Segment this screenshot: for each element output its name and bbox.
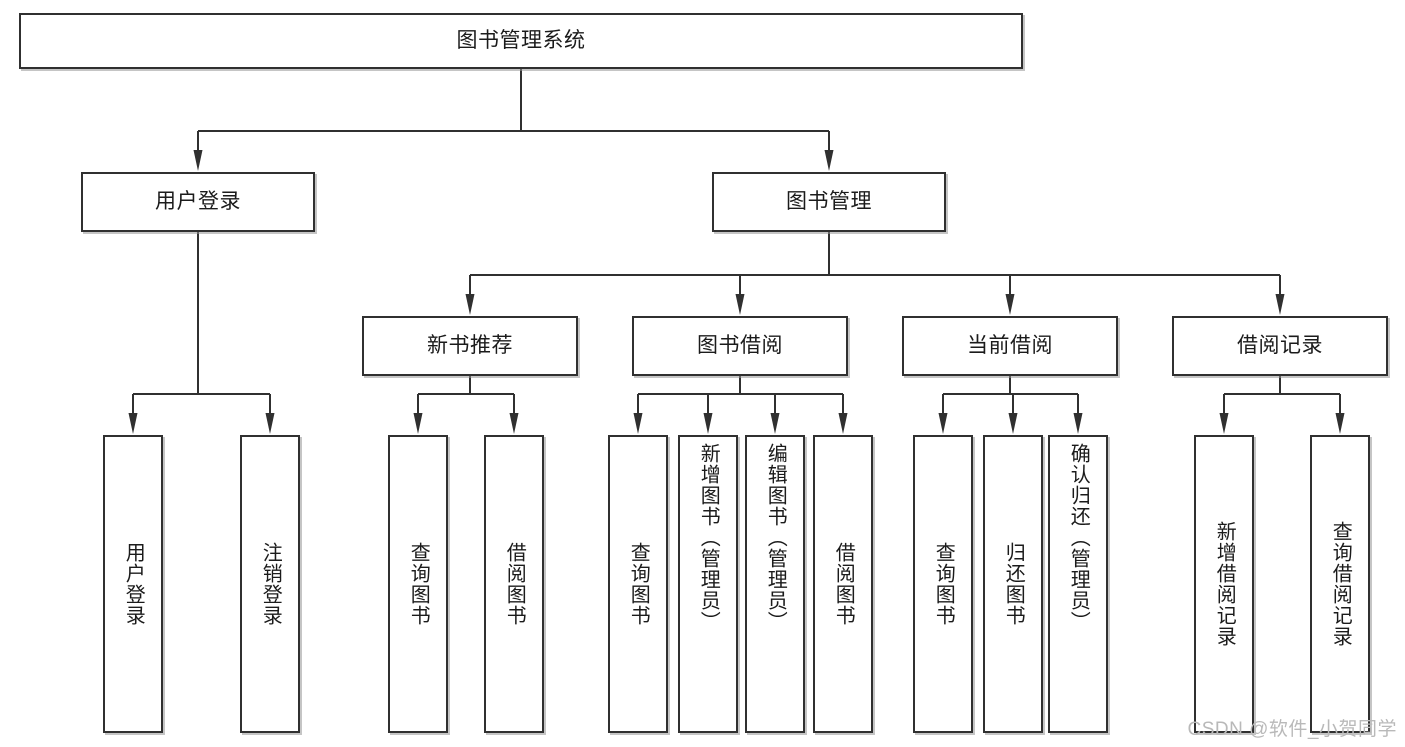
connector-arrowhead: [838, 413, 848, 434]
connector-arrowhead: [193, 150, 203, 171]
node-leaf-add-borrow-record[interactable]: 新增借阅记录: [1194, 435, 1254, 733]
leaf-text-wrap: 归还图书: [985, 437, 1041, 731]
leaf-text-wrap: 查询借阅记录: [1312, 437, 1368, 731]
leaf-text-wrap: 确认归还（管理员）: [1050, 437, 1106, 731]
node-label-current-borrow: 当前借阅: [967, 334, 1053, 358]
leaf-text-wrap: 借阅图书: [815, 437, 871, 731]
node-leaf-query-book-borrow[interactable]: 查询图书: [608, 435, 668, 733]
connector-arrowhead: [509, 413, 519, 434]
leaf-text-wrap: 借阅图书: [486, 437, 542, 731]
node-label-book-borrow: 图书借阅: [697, 334, 783, 358]
leaf-text-wrap: 编辑图书（管理员）: [747, 437, 803, 731]
connector-arrowhead: [128, 413, 138, 434]
leaf-text-wrap: 查询图书: [390, 437, 446, 731]
node-book-manage[interactable]: 图书管理: [712, 172, 946, 232]
node-leaf-query-book-recommend[interactable]: 查询图书: [388, 435, 448, 733]
connector-arrowhead: [703, 413, 713, 434]
node-label-leaf-return-book: 归还图书: [1002, 542, 1025, 626]
node-label-user-login: 用户登录: [155, 190, 241, 214]
node-label-leaf-user-login: 用户登录: [122, 542, 145, 626]
node-label-leaf-borrow-book-recommend: 借阅图书: [503, 542, 526, 626]
connector-arrowhead: [770, 413, 780, 434]
connector-arrowhead: [938, 413, 948, 434]
node-label-leaf-add-borrow-record: 新增借阅记录: [1213, 521, 1236, 647]
node-borrow-record[interactable]: 借阅记录: [1172, 316, 1388, 376]
node-label-leaf-confirm-return-admin: 确认归还（管理员）: [1067, 443, 1090, 632]
node-label-leaf-edit-book-admin: 编辑图书（管理员）: [764, 443, 787, 632]
connector-arrowhead: [633, 413, 643, 434]
node-root-system[interactable]: 图书管理系统: [19, 13, 1023, 69]
node-label-leaf-query-book-borrow: 查询图书: [627, 542, 650, 626]
connector-arrowhead: [265, 413, 275, 434]
connector-arrowhead: [1335, 413, 1345, 434]
node-leaf-logout-login[interactable]: 注销登录: [240, 435, 300, 733]
node-leaf-edit-book-admin[interactable]: 编辑图书（管理员）: [745, 435, 805, 733]
leaf-text-wrap: 新增借阅记录: [1196, 437, 1252, 731]
node-label-new-book-recommend: 新书推荐: [427, 334, 513, 358]
node-leaf-query-borrow-record[interactable]: 查询借阅记录: [1310, 435, 1370, 733]
node-leaf-borrow-book[interactable]: 借阅图书: [813, 435, 873, 733]
leaf-text-wrap: 注销登录: [242, 437, 298, 731]
node-label-leaf-logout-login: 注销登录: [259, 542, 282, 626]
node-new-book-recommend[interactable]: 新书推荐: [362, 316, 578, 376]
node-leaf-return-book[interactable]: 归还图书: [983, 435, 1043, 733]
node-leaf-user-login[interactable]: 用户登录: [103, 435, 163, 733]
leaf-text-wrap: 新增图书（管理员）: [680, 437, 736, 731]
node-label-borrow-record: 借阅记录: [1237, 334, 1323, 358]
connector-arrowhead: [735, 294, 745, 315]
node-label-leaf-query-book-recommend: 查询图书: [407, 542, 430, 626]
node-leaf-confirm-return-admin[interactable]: 确认归还（管理员）: [1048, 435, 1108, 733]
node-leaf-add-book-admin[interactable]: 新增图书（管理员）: [678, 435, 738, 733]
leaf-text-wrap: 查询图书: [915, 437, 971, 731]
connector-arrowhead: [1219, 413, 1229, 434]
node-leaf-query-book-current[interactable]: 查询图书: [913, 435, 973, 733]
node-user-login[interactable]: 用户登录: [81, 172, 315, 232]
connector-arrowhead: [413, 413, 423, 434]
node-current-borrow[interactable]: 当前借阅: [902, 316, 1118, 376]
connector-arrowhead: [1008, 413, 1018, 434]
connector-arrowhead: [1275, 294, 1285, 315]
node-label-root: 图书管理系统: [456, 29, 586, 53]
node-label-leaf-query-borrow-record: 查询借阅记录: [1329, 521, 1352, 647]
node-label-leaf-add-book-admin: 新增图书（管理员）: [697, 443, 720, 632]
node-label-leaf-query-book-current: 查询图书: [932, 542, 955, 626]
leaf-text-wrap: 查询图书: [610, 437, 666, 731]
connector-arrowhead: [1005, 294, 1015, 315]
node-label-book-manage: 图书管理: [786, 190, 872, 214]
connector-arrowhead: [824, 150, 834, 171]
connector-arrowhead: [1073, 413, 1083, 434]
leaf-text-wrap: 用户登录: [105, 437, 161, 731]
connector-arrowhead: [465, 294, 475, 315]
node-book-borrow[interactable]: 图书借阅: [632, 316, 848, 376]
node-leaf-borrow-book-recommend[interactable]: 借阅图书: [484, 435, 544, 733]
node-label-leaf-borrow-book: 借阅图书: [832, 542, 855, 626]
